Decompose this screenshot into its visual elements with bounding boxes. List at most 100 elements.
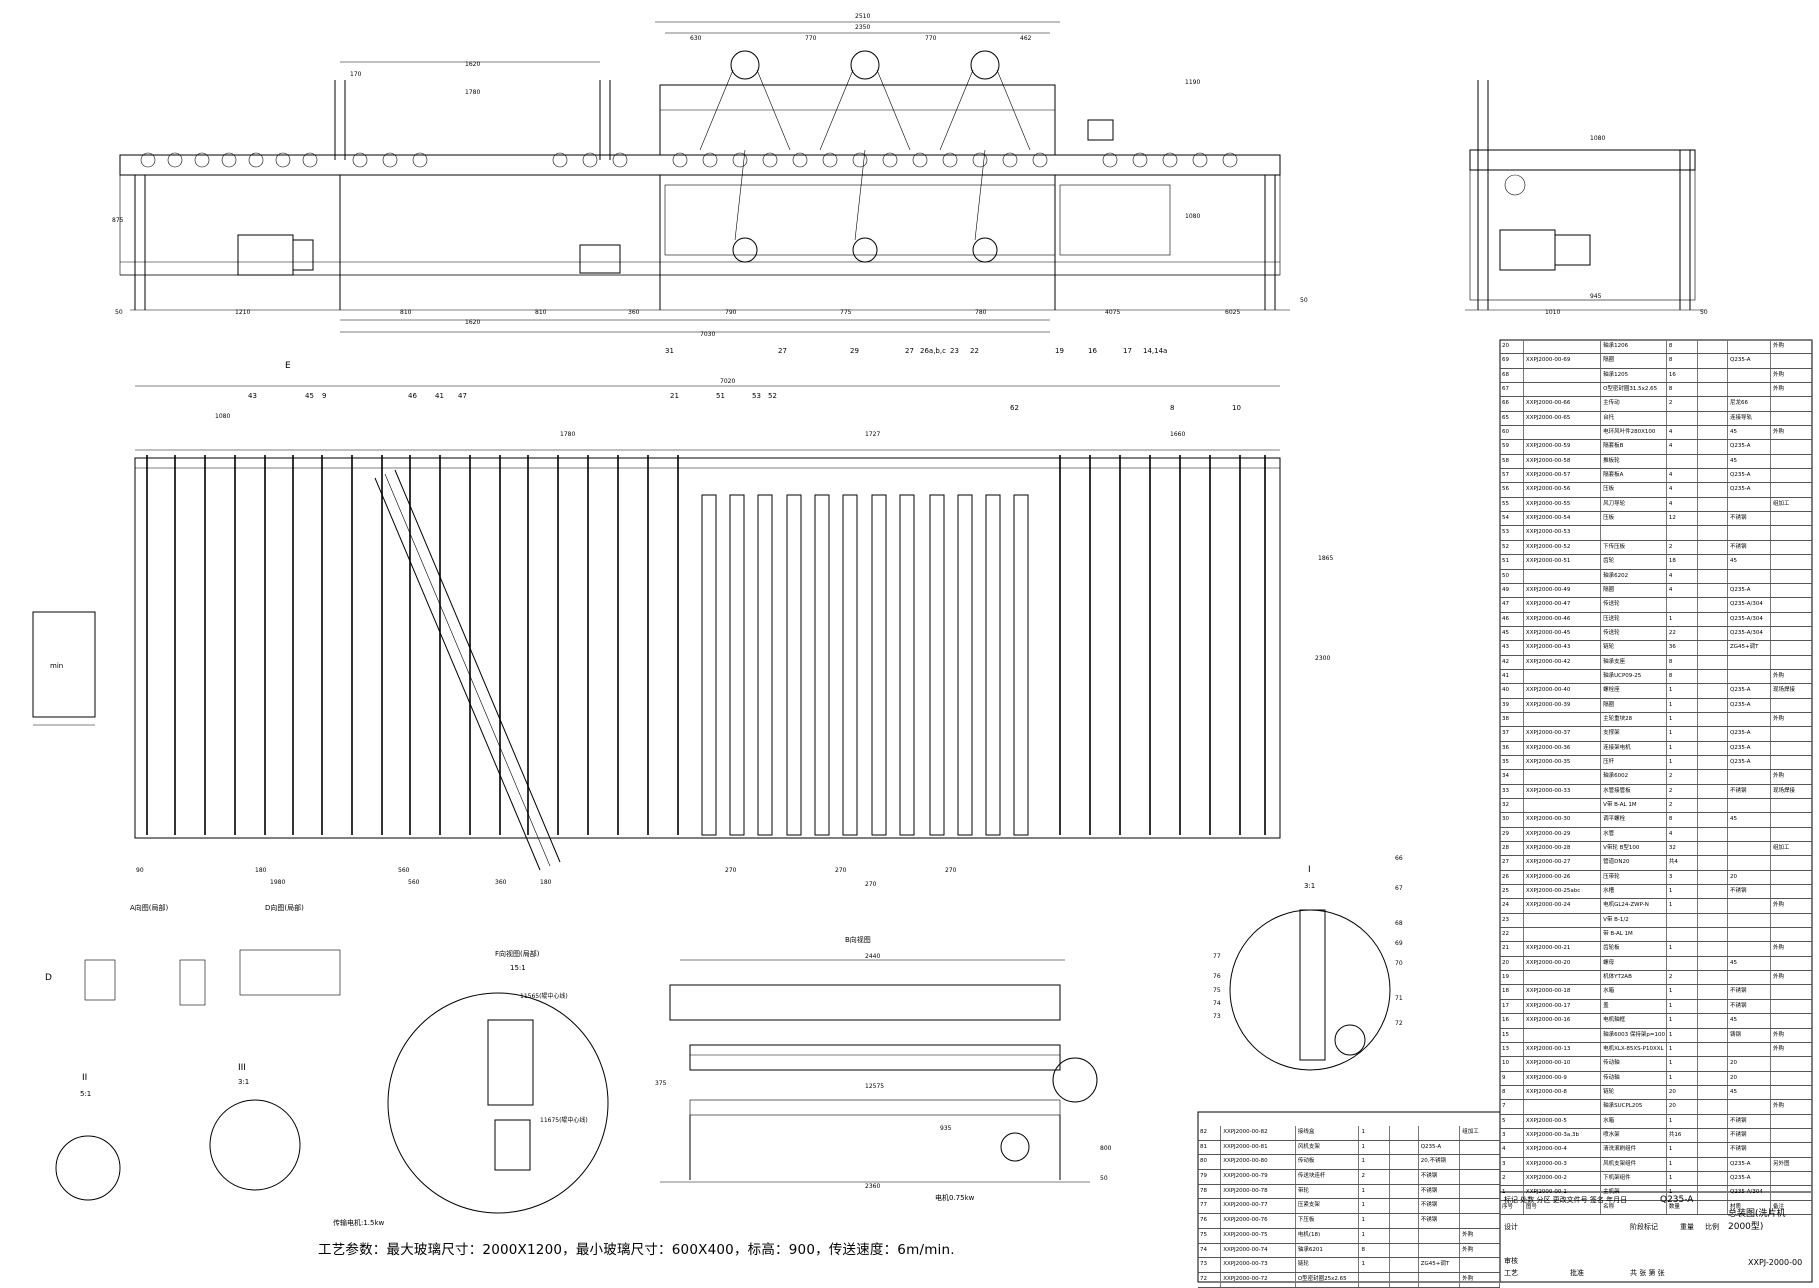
process-parameters: 工艺参数：最大玻璃尺寸：2000X1200，最小玻璃尺寸：600X400，标高：… [318,1242,955,1258]
bom-cell: 1 [1667,1071,1699,1085]
motor-label-2: 电机0.75kw [935,1193,975,1202]
bom-cell [1698,397,1729,411]
bom-cell: XXPJ2000-00-57 [1524,469,1602,483]
tb-marks: 标记 处数 分区 更改文件号 签名 年月日 [1504,1196,1628,1204]
bom-cell [1698,913,1729,928]
dim-plan-1660: 1660 [1170,431,1185,438]
lower-bom-cell: 1 [1359,1184,1390,1199]
bom-cell [1771,626,1812,641]
bom-cell: Q235-A/304 [1728,598,1771,612]
bom-cell: Q235-A [1728,1171,1771,1186]
bom-cell: 不锈钢 [1728,784,1771,798]
bom-cell: 盖 [1601,999,1667,1014]
bom-cell: 4 [1667,497,1699,512]
lower-bom-cell: XXPJ2000-00-75 [1221,1228,1296,1243]
bom-cell: 40 [1500,684,1524,698]
bom-cell [1698,842,1729,856]
dim-plan-1727: 1727 [865,431,880,438]
part-68: 68 [1395,920,1403,927]
front-elevation-view: 2510 2350 630 770 770 462 1620 1780 170 … [112,13,1308,355]
bom-cell: 隔圈 [1601,354,1667,368]
bom-cell [1698,1042,1729,1057]
bom-cell: 台托 [1601,411,1667,426]
bom-cell: 1 [1667,612,1699,626]
bom-cell: 20 [1728,1071,1771,1085]
bom-cell: XXPJ2000-00-3 [1524,1157,1602,1171]
bom-cell [1728,899,1771,913]
lower-bom-cell [1460,1184,1500,1199]
bom-cell: 电机轴框 [1601,1014,1667,1028]
bom-cell: 不锈钢 [1728,540,1771,555]
lower-bom-cell: 20,不锈钢 [1419,1155,1461,1170]
lower-bom-cell: 81 [1198,1140,1222,1155]
bom-cell: 不锈钢 [1728,1114,1771,1128]
bom-cell: 轴承6003 保持架p=100 [1601,1028,1667,1042]
lower-bom-cell: 不锈钢 [1419,1199,1461,1214]
bom-cell [1698,684,1729,698]
lower-bom-cell [1460,1258,1500,1272]
bom-cell: 水管接管板 [1601,784,1667,798]
bom-cell: 带 B-AL 1M [1601,928,1667,942]
bom-cell: 8 [1667,340,1699,354]
bom-cell: V带 B-AL 1M [1601,799,1667,813]
left-detail-box: min [32,611,96,726]
bom-cell: 22 [1500,928,1524,942]
bom-cell [1524,1100,1602,1114]
bom-cell: XXPJ2000-00-18 [1524,985,1602,999]
bom-cell [1771,641,1812,655]
bom-cell [1728,340,1771,354]
bom-cell: 28 [1500,842,1524,856]
bom-cell: 管道DN20 [1601,856,1667,870]
bom-cell: 组加工 [1771,842,1812,856]
bom-cell: XXPJ2000-00-58 [1524,454,1602,469]
dim-top-1080: 1080 [1185,213,1200,220]
bom-cell [1728,856,1771,870]
bom-cell [1771,612,1812,626]
bom-cell [1698,1085,1729,1100]
bom-cell [1698,799,1729,813]
lower-bom-cell: XXPJ2000-00-80 [1221,1155,1296,1170]
bom-cell: XXPJ2000-00-39 [1524,698,1602,712]
bom-cell: Q235-A/304 [1728,612,1771,626]
dim-side-50: 50 [1700,309,1708,316]
bom-cell [1524,569,1602,583]
dim-side-945: 945 [1590,293,1602,300]
lower-bom-cell: 2 [1359,1170,1390,1184]
bom-cell [1728,928,1771,942]
dim-plan-1080: 1080 [215,413,230,420]
dim-top-630: 630 [690,35,702,42]
bom-cell: 8 [1667,655,1699,669]
lower-bom-cell [1419,1272,1461,1287]
bom-cell: 1 [1667,712,1699,727]
bom-cell [1728,1042,1771,1057]
bom-cell: 不锈钢 [1728,1128,1771,1143]
bom-cell: XXPJ2000-00-8 [1524,1085,1602,1100]
bom-cell: Q235-A [1728,469,1771,483]
dim-top-1620b: 1620 [465,319,480,326]
lower-bom-cell: 82 [1198,1126,1222,1140]
bom-cell: XXPJ2000-00-27 [1524,856,1602,870]
bom-cell: 外购 [1771,712,1812,727]
lower-bom-cell: 1 [1359,1214,1390,1228]
bom-cell: 调平螺栓 [1601,813,1667,827]
bom-cell [1698,383,1729,397]
bom-cell [1667,598,1699,612]
lower-bom-cell: 传送块连杆 [1296,1170,1360,1184]
bom-cell: 1 [1667,1157,1699,1171]
lower-bom-cell [1390,1170,1419,1184]
bom-cell: 60 [1500,426,1524,440]
bom-cell [1771,454,1812,469]
dim-plan-270d: 270 [865,881,877,888]
bom-cell [1771,1128,1812,1143]
lower-bom-cell: 外购 [1460,1272,1500,1287]
bom-cell [1771,583,1812,598]
bom-cell: 32 [1500,799,1524,813]
